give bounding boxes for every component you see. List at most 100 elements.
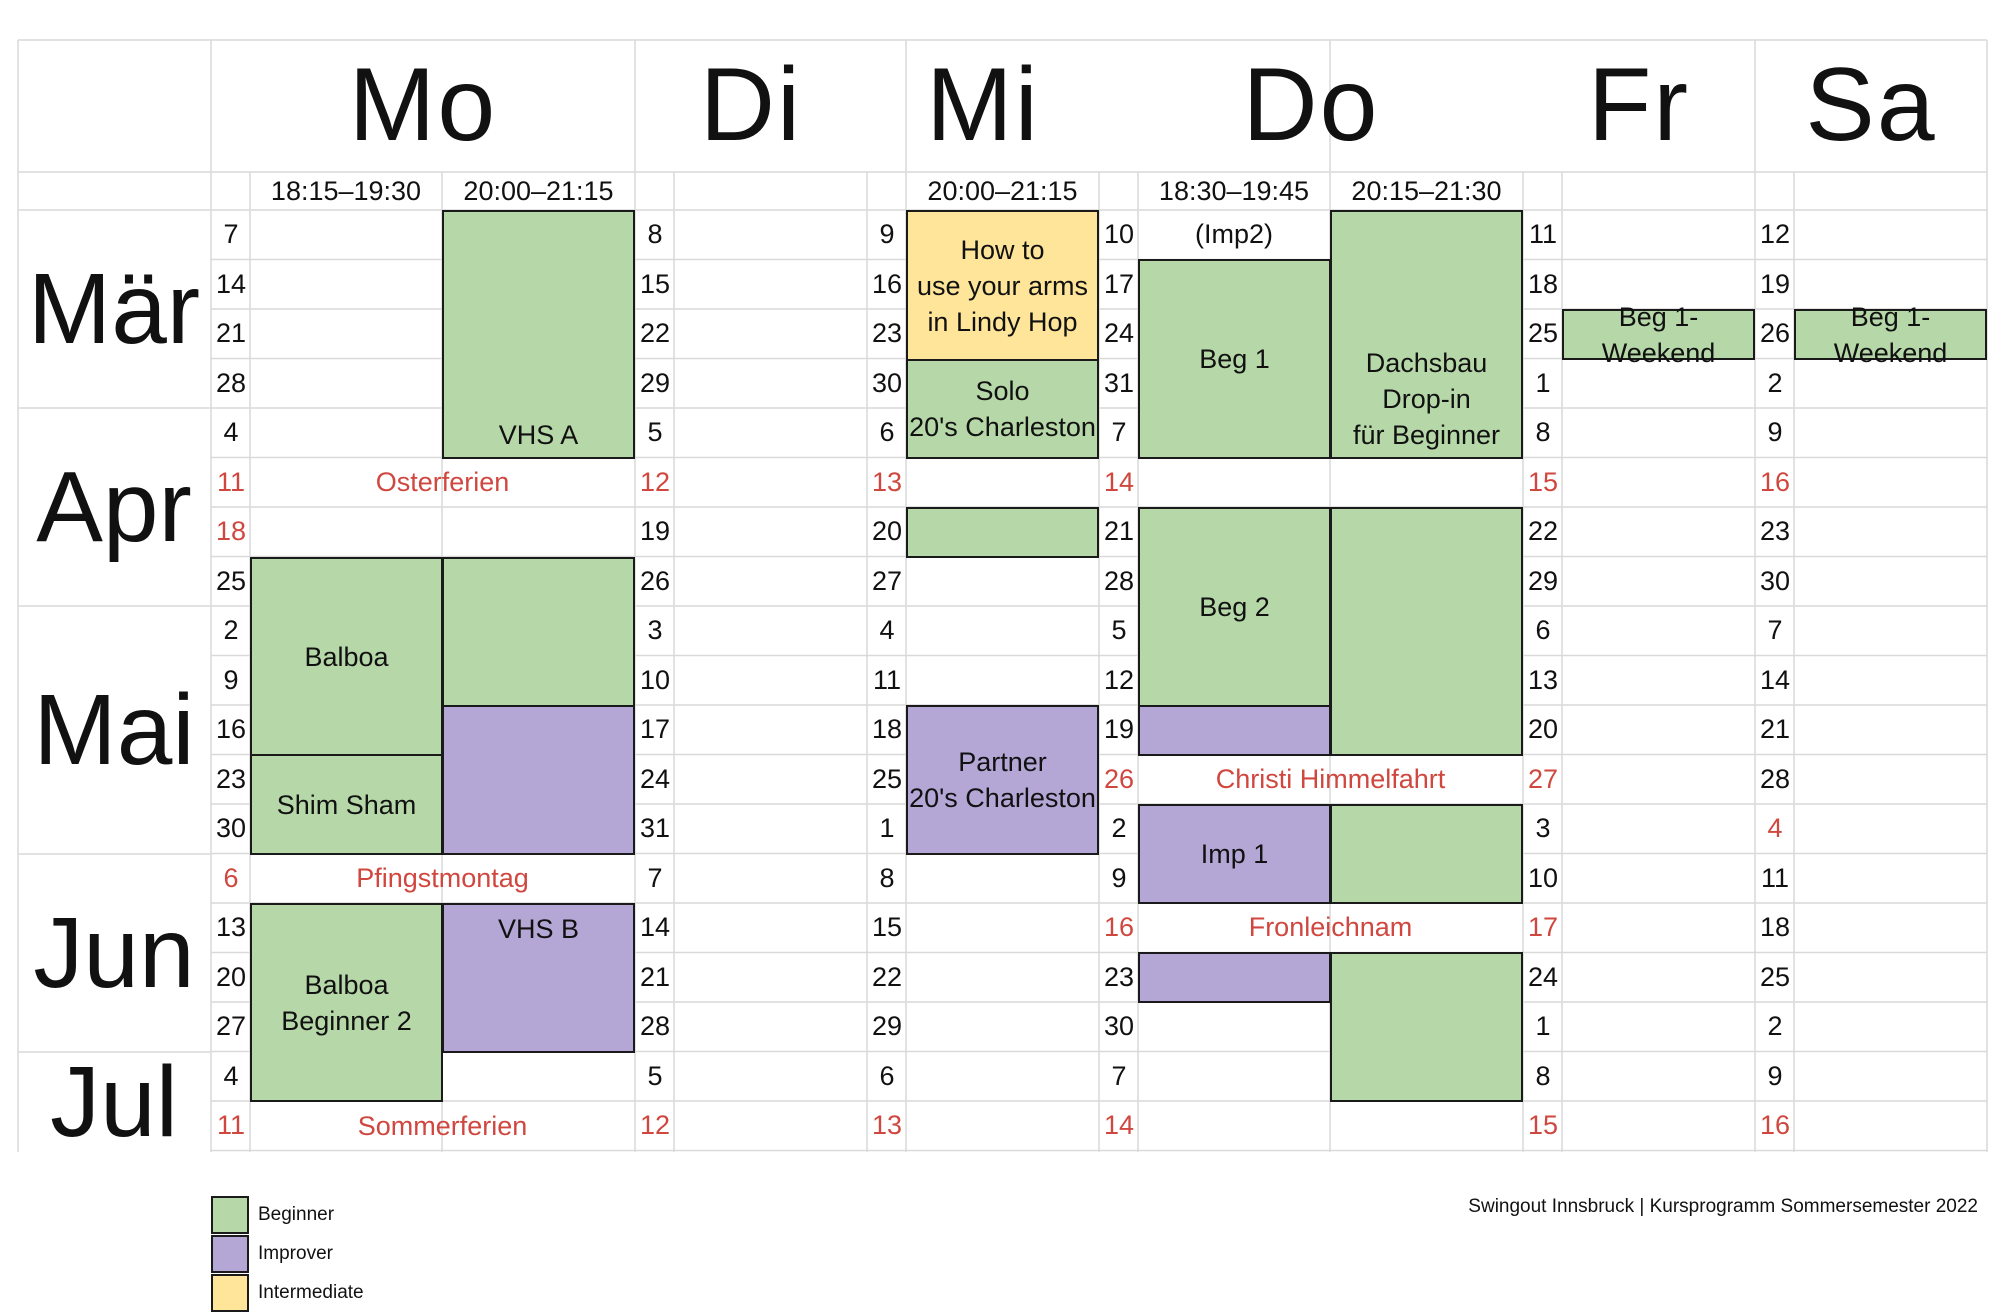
day-header-sa: Sa [1805,47,1937,163]
holiday-osterferien: Osterferien [375,467,510,497]
date-number: 30 [1103,1011,1135,1041]
date-number: 16 [871,268,903,299]
course-solo-charleston-label: Solo 20's Charleston [909,376,1096,442]
time-slot-mi-1: 20:00–21:15 [927,175,1078,206]
date-number: 13 [871,466,903,497]
date-number: 8 [647,219,663,249]
date-number: 11 [872,664,902,695]
date-number: 1 [1535,1011,1551,1041]
date-number: 12 [639,1110,671,1140]
date-number: 10 [639,664,671,695]
course-shim-sham: Shim Sham [250,754,443,855]
date-number: 23 [215,763,247,794]
date-number: 7 [1111,1060,1127,1091]
date-number: 2 [1111,813,1127,843]
course-partner-charleston: Partner 20's Charleston [906,705,1099,855]
date-number: 13 [1527,664,1559,695]
date-number: 20 [871,516,903,546]
date-number: 28 [639,1011,671,1041]
date-number: 8 [1535,1060,1551,1091]
course-sa-weekend-label: Beg 1-Weekend [1833,301,1948,368]
course-use-your-arms-label: How to use your arms in Lindy Hop [916,234,1089,337]
date-number: 22 [639,318,671,348]
course-do-beginner-block [1330,507,1523,756]
course-imp2: (Imp2) [1194,219,1273,249]
course-vhs-b: VHS B [442,903,635,1053]
date-number: 4 [1767,813,1783,843]
time-slot-do-2: 20:15–21:30 [1351,175,1502,206]
course-beg-2-label: Beg 2 [1199,592,1270,622]
date-number: 29 [639,367,671,398]
date-number: 18 [1527,268,1559,299]
date-number: 31 [639,813,671,843]
course-beg-2: Beg 2 [1138,507,1331,707]
date-number: 9 [223,664,239,695]
date-number: 6 [879,1060,895,1091]
date-number: 22 [871,961,903,992]
course-mo-beginner-block [442,557,635,707]
month-label-apr: Apr [36,450,192,563]
date-number: 29 [1527,565,1559,596]
date-number: 8 [879,862,895,893]
day-header-di: Di [699,47,803,163]
legend-label-improver: Improver [258,1243,333,1264]
date-number: 19 [1759,268,1791,299]
course-do-improver-block-2 [1138,952,1331,1003]
date-number: 9 [1767,417,1783,447]
date-number: 28 [1103,565,1135,596]
course-dachsbau: Dachsbau Drop-in für Beginner [1330,210,1523,459]
date-number: 11 [1528,219,1558,249]
footer-text: Swingout Innsbruck | Kursprogramm Sommer… [1468,1196,1978,1217]
month-label-maer: Mär [27,252,201,365]
date-number: 2 [223,615,239,645]
date-number: 11 [216,1110,246,1140]
course-balboa-beginner-2: Balboa Beginner 2 [250,903,443,1102]
date-number: 17 [1103,268,1135,299]
date-number: 6 [223,862,239,893]
course-mo-improver-block [442,705,635,855]
date-number: 25 [1759,961,1791,992]
date-number: 12 [1759,219,1791,249]
date-number: 5 [647,1060,663,1091]
date-number: 9 [879,219,895,249]
time-slot-mo-1: 18:15–19:30 [270,175,422,206]
date-number: 24 [1527,961,1559,992]
date-number: 17 [639,714,671,744]
course-do-beginner-block-2 [1330,804,1523,904]
date-number: 11 [216,466,246,497]
course-vhs-b-label: VHS B [497,914,580,944]
date-number: 1 [1535,367,1551,398]
date-number: 5 [647,417,663,447]
legend-swatch-beginner [211,1196,249,1234]
date-number: 6 [1535,615,1551,645]
date-number: 9 [1767,1060,1783,1091]
date-number: 22 [1527,516,1559,546]
time-slot-mo-2: 20:00–21:15 [463,175,614,206]
date-number: 30 [215,813,247,843]
date-number: 21 [1759,714,1791,744]
date-number: 24 [1103,318,1135,348]
day-header-mo: Mo [348,47,498,163]
date-number: 14 [1103,1110,1135,1140]
date-number: 3 [1535,813,1551,843]
date-number: 7 [223,219,239,249]
holiday-sommerferien: Sommerferien [357,1111,528,1141]
date-number: 6 [879,417,895,447]
date-number: 18 [1759,912,1791,942]
date-number: 14 [1759,664,1791,695]
date-number: 28 [215,367,247,398]
date-number: 7 [647,862,663,893]
date-number: 12 [639,466,671,497]
date-number: 20 [1527,714,1559,744]
date-number: 15 [639,268,671,299]
date-number: 15 [871,912,903,942]
course-mi-beginner-block [906,507,1099,558]
month-label-jun: Jun [33,896,195,1009]
month-label-jul: Jul [50,1045,178,1158]
course-balboa: Balboa [250,557,443,756]
legend-label-beginner: Beginner [258,1204,335,1225]
legend-label-intermediate: Intermediate [258,1282,364,1303]
date-number: 4 [879,615,895,645]
course-shim-sham-label: Shim Sham [276,789,417,820]
